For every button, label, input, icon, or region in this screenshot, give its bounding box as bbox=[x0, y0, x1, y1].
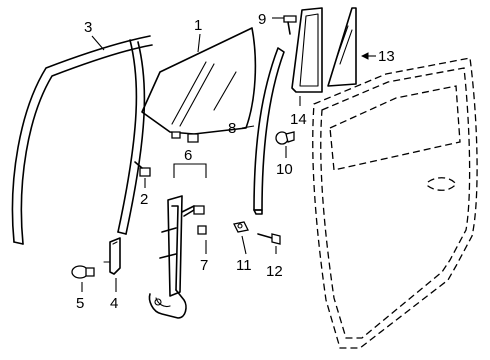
callout-1: 1 bbox=[194, 17, 202, 34]
clip-part-5 bbox=[71, 265, 95, 279]
callout-7: 7 bbox=[200, 257, 208, 274]
callout-12: 12 bbox=[266, 263, 283, 280]
rear-sash-channel bbox=[253, 47, 285, 215]
callout-9: 9 bbox=[258, 11, 266, 28]
callout-4: 4 bbox=[110, 295, 118, 312]
callout-3: 3 bbox=[84, 19, 92, 36]
clip-part-11 bbox=[233, 221, 249, 233]
callout-10: 10 bbox=[276, 161, 293, 178]
screw-part-9 bbox=[283, 15, 297, 35]
door-glass bbox=[141, 27, 257, 143]
quarter-glass bbox=[327, 7, 357, 87]
bolt-part-2 bbox=[134, 161, 151, 177]
grommet-part-10 bbox=[275, 131, 295, 145]
callouts: 1 2 3 4 5 6 7 8 9 10 11 12 13 14 bbox=[76, 11, 395, 312]
callout-2: 2 bbox=[140, 191, 148, 208]
callout-14: 14 bbox=[290, 111, 307, 128]
window-regulator bbox=[148, 195, 207, 319]
callout-13: 13 bbox=[378, 48, 395, 65]
quarter-glass-frame bbox=[291, 7, 323, 93]
callout-11: 11 bbox=[236, 257, 252, 274]
callout-6: 6 bbox=[184, 147, 192, 164]
callout-5: 5 bbox=[76, 295, 84, 312]
rear-door-outline bbox=[312, 57, 478, 349]
lower-run-channel bbox=[103, 237, 121, 275]
callout-8: 8 bbox=[228, 120, 236, 137]
door-frame-channel bbox=[11, 35, 153, 245]
leader-lines bbox=[81, 17, 376, 292]
bolt-part-12 bbox=[257, 233, 281, 245]
